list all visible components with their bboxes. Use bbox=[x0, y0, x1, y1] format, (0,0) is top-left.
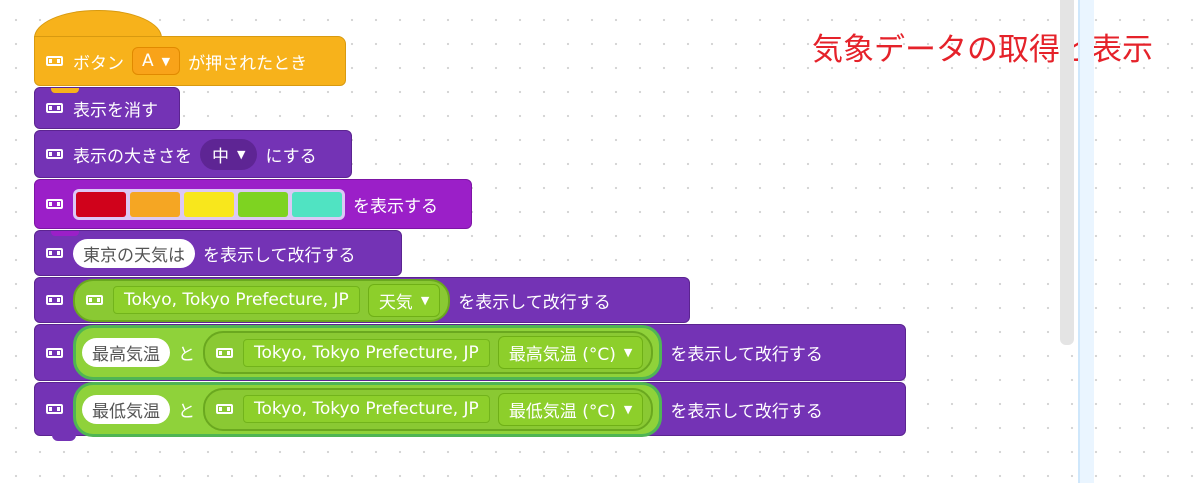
microbit-icon bbox=[43, 101, 65, 115]
button-value: A bbox=[142, 51, 154, 71]
button-dropdown[interactable]: A ▼ bbox=[132, 47, 181, 75]
weather-reporter[interactable]: Tokyo, Tokyo Prefecture, JP 天気 ▼ bbox=[73, 278, 451, 322]
join-word: と bbox=[178, 401, 195, 422]
location-field[interactable]: Tokyo, Tokyo Prefecture, JP bbox=[243, 338, 490, 367]
weather-field-dropdown[interactable]: 最低気温 (°C) ▼ bbox=[497, 392, 644, 426]
size-value: 中 bbox=[212, 146, 229, 167]
clear-display-label: 表示を消す bbox=[73, 100, 158, 121]
microbit-icon bbox=[43, 197, 65, 211]
microbit-icon bbox=[213, 402, 235, 416]
block-notch bbox=[51, 325, 79, 330]
chevron-down-icon: ▼ bbox=[161, 54, 171, 68]
join-word: と bbox=[178, 345, 195, 365]
location-field[interactable]: Tokyo, Tokyo Prefecture, JP bbox=[113, 286, 360, 314]
chevron-down-icon: ▼ bbox=[623, 402, 633, 416]
vertical-scrollbar[interactable] bbox=[1060, 0, 1074, 345]
code-canvas[interactable]: 気象データの取得と表示 ボタン A ▼ が押されたとき 表示を消す 表示の大きさ… bbox=[0, 0, 1153, 483]
display-text-label: を表示して改行する bbox=[203, 245, 356, 266]
block-notch bbox=[51, 88, 79, 93]
chevron-down-icon: ▼ bbox=[623, 346, 633, 359]
block-notch bbox=[51, 383, 79, 388]
show-colors-label: を表示する bbox=[353, 196, 438, 217]
side-panel bbox=[1080, 0, 1094, 483]
chevron-down-icon: ▼ bbox=[237, 147, 246, 161]
clear-display-block[interactable]: 表示を消す bbox=[34, 87, 180, 129]
weather-reporter[interactable]: Tokyo, Tokyo Prefecture, JP 最低気温 (°C) ▼ bbox=[203, 387, 654, 431]
color-swatch-3[interactable] bbox=[184, 191, 234, 217]
hat-label-prefix: ボタン bbox=[73, 53, 124, 74]
weather-field-value: 天気 bbox=[378, 292, 413, 313]
color-swatch-2[interactable] bbox=[130, 191, 180, 217]
block-notch bbox=[51, 278, 79, 283]
display-min-temp-label: を表示して改行する bbox=[670, 401, 823, 422]
microbit-icon bbox=[43, 346, 65, 360]
join-reporter[interactable]: 最低気温 と Tokyo, Tokyo Prefecture, JP 最低気温 … bbox=[73, 381, 663, 437]
microbit-icon bbox=[43, 402, 65, 416]
block-notch bbox=[51, 131, 79, 136]
display-weather-block[interactable]: Tokyo, Tokyo Prefecture, JP 天気 ▼ を表示して改行… bbox=[34, 277, 690, 323]
weather-field-value: 最高気温 (°C) bbox=[508, 345, 616, 365]
text-input[interactable]: 最高気温 bbox=[82, 338, 170, 367]
side-panel-border bbox=[1078, 0, 1080, 483]
microbit-icon bbox=[43, 293, 65, 307]
chevron-down-icon: ▼ bbox=[420, 293, 430, 307]
microbit-icon bbox=[43, 147, 65, 161]
microbit-icon bbox=[43, 246, 65, 260]
display-text-block[interactable]: 東京の天気は を表示して改行する bbox=[34, 230, 402, 276]
color-swatch-4[interactable] bbox=[238, 191, 288, 217]
color-swatch-1[interactable] bbox=[76, 191, 126, 217]
location-field[interactable]: Tokyo, Tokyo Prefecture, JP bbox=[243, 395, 490, 423]
size-dropdown[interactable]: 中 ▼ bbox=[200, 138, 258, 170]
microbit-icon bbox=[83, 293, 105, 307]
block-stack-tail bbox=[52, 432, 76, 441]
display-max-temp-label: を表示して改行する bbox=[670, 345, 823, 365]
hat-label-suffix: が押されたとき bbox=[188, 53, 308, 74]
display-weather-label: を表示して改行する bbox=[458, 292, 611, 313]
display-size-block[interactable]: 表示の大きさを 中 ▼ にする bbox=[34, 130, 352, 178]
size-label-prefix: 表示の大きさを bbox=[73, 146, 192, 167]
display-max-temp-block[interactable]: 最高気温 と Tokyo, Tokyo Prefecture, JP 最高気温 … bbox=[34, 324, 906, 381]
size-label-suffix: にする bbox=[265, 146, 317, 167]
text-input[interactable]: 最低気温 bbox=[82, 394, 170, 424]
microbit-icon bbox=[213, 346, 235, 360]
show-colors-block[interactable]: を表示する bbox=[34, 179, 472, 229]
canvas-title: 気象データの取得と表示 bbox=[812, 32, 1153, 68]
block-notch bbox=[51, 231, 79, 236]
display-min-temp-block[interactable]: 最低気温 と Tokyo, Tokyo Prefecture, JP 最低気温 … bbox=[34, 381, 906, 437]
weather-field-dropdown[interactable]: 天気 ▼ bbox=[367, 283, 441, 317]
text-input[interactable]: 東京の天気は bbox=[73, 238, 195, 268]
weather-reporter[interactable]: Tokyo, Tokyo Prefecture, JP 最高気温 (°C) ▼ bbox=[203, 331, 654, 374]
join-reporter[interactable]: 最高気温 と Tokyo, Tokyo Prefecture, JP 最高気温 … bbox=[73, 325, 663, 380]
weather-field-dropdown[interactable]: 最高気温 (°C) ▼ bbox=[497, 336, 644, 369]
weather-field-value: 最低気温 (°C) bbox=[508, 401, 616, 422]
color-pattern-input[interactable] bbox=[73, 188, 345, 220]
when-button-pressed-block[interactable]: ボタン A ▼ が押されたとき bbox=[34, 36, 346, 86]
microbit-icon bbox=[43, 54, 65, 68]
color-swatch-5[interactable] bbox=[292, 191, 342, 217]
